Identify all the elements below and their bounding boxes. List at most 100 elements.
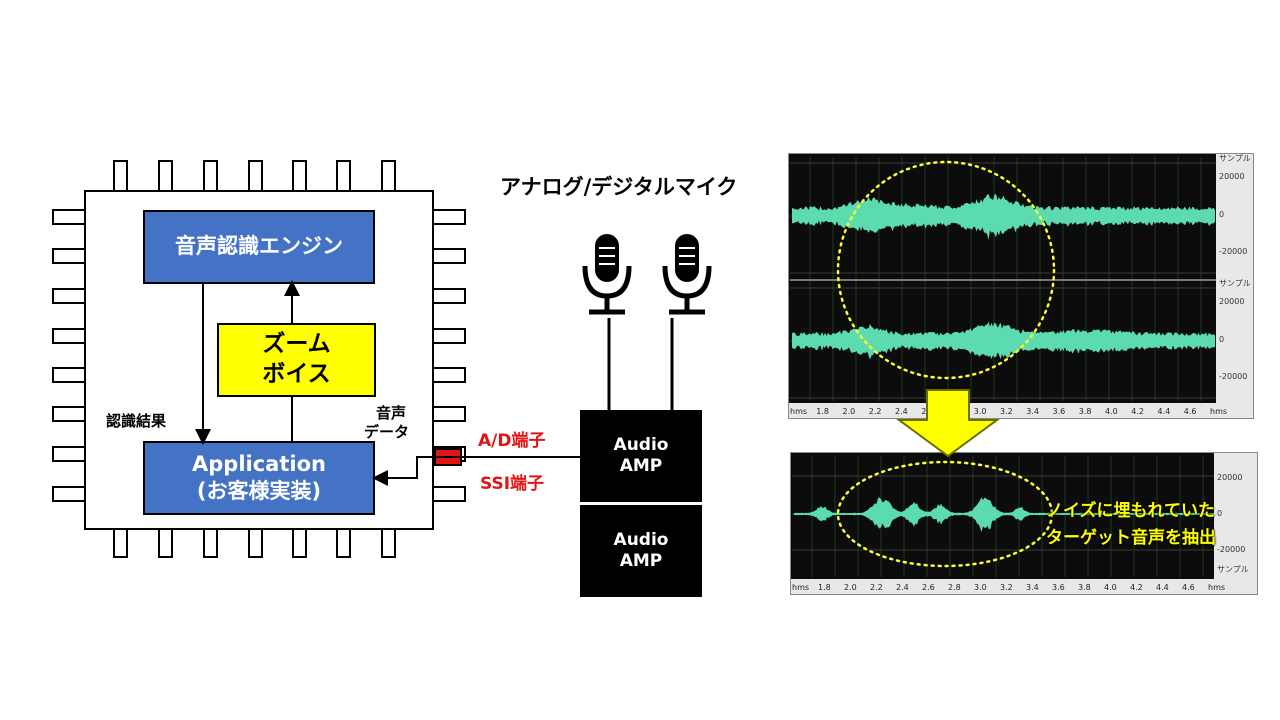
x-tick-label: hms xyxy=(792,583,809,592)
chip-pin-top xyxy=(158,160,173,192)
y-tick-label: サンプル xyxy=(1219,279,1251,288)
audio-data-label-line1: 音声 xyxy=(376,404,407,422)
x-tick-label: 4.0 xyxy=(1105,407,1118,416)
x-tick-label: 3.0 xyxy=(974,583,987,592)
x-tick-label: 2.0 xyxy=(844,583,857,592)
chip-pin-left xyxy=(52,406,86,422)
x-tick-label: 1.8 xyxy=(818,583,831,592)
y-tick-label: サンプル xyxy=(1219,154,1251,163)
y-tick-label: 20000 xyxy=(1217,473,1242,482)
audio-amp-1: Audio AMP xyxy=(580,410,702,502)
x-tick-label: hms xyxy=(1208,583,1225,592)
application-block: Application (お客様実装) xyxy=(143,441,375,515)
caption-line2: ターゲット音声を抽出 xyxy=(1046,528,1216,548)
amp1-line1: Audio xyxy=(613,434,669,455)
amp2-line1: Audio xyxy=(613,529,669,550)
chip-pin-left xyxy=(52,446,86,462)
x-tick-label: 2.0 xyxy=(843,407,856,416)
x-tick-label: 2.2 xyxy=(869,407,882,416)
highlight-ellipse xyxy=(836,460,1054,568)
chip-pin-right xyxy=(432,288,466,304)
app-label-line2: (お客様実装) xyxy=(196,479,322,503)
x-tick-label: 2.8 xyxy=(948,583,961,592)
chip-pin-bottom xyxy=(336,528,351,558)
x-tick-label: 3.2 xyxy=(1000,583,1013,592)
port-to-app-arrow xyxy=(372,456,436,486)
microphone-icon-1 xyxy=(582,234,632,315)
x-tick-label: 4.6 xyxy=(1184,407,1197,416)
x-tick-label: 1.8 xyxy=(816,407,829,416)
y-tick-label: 0 xyxy=(1217,509,1222,518)
x-tick-label: 2.4 xyxy=(895,407,908,416)
app-label-line1: Application xyxy=(192,451,326,476)
x-tick-label: 3.6 xyxy=(1053,407,1066,416)
chip-pin-right xyxy=(432,486,466,502)
y-tick-label: 20000 xyxy=(1219,297,1244,306)
chip-pin-bottom xyxy=(381,528,396,558)
chip-pin-bottom xyxy=(203,528,218,558)
x-tick-label: hms xyxy=(790,407,807,416)
x-tick-label: 3.8 xyxy=(1079,407,1092,416)
zoom-label-line1: ズーム xyxy=(262,331,331,358)
x-axis-strip xyxy=(789,403,1216,418)
x-tick-label: 3.0 xyxy=(974,407,987,416)
chip-pin-right xyxy=(432,328,466,344)
x-tick-label: 4.2 xyxy=(1131,407,1144,416)
chip-pin-top xyxy=(292,160,307,192)
engine-label: 音声認識エンジン xyxy=(175,234,343,259)
microphone-icon-2 xyxy=(662,234,712,315)
chip-pin-right xyxy=(432,406,466,422)
x-tick-label: 3.4 xyxy=(1026,407,1039,416)
x-tick-label: 2.2 xyxy=(870,583,883,592)
x-tick-label: 4.4 xyxy=(1158,407,1171,416)
x-tick-label: 3.2 xyxy=(1000,407,1013,416)
chip-pin-bottom xyxy=(292,528,307,558)
y-tick-label: 20000 xyxy=(1219,172,1244,181)
y-tick-label: -20000 xyxy=(1217,545,1245,554)
x-tick-label: 4.6 xyxy=(1182,583,1195,592)
x-tick-label: 3.4 xyxy=(1026,583,1039,592)
chip-pin-bottom xyxy=(248,528,263,558)
chip-pin-right xyxy=(432,367,466,383)
chip-pin-left xyxy=(52,209,86,225)
mic-title: アナログ/デジタルマイク xyxy=(500,175,738,199)
recognition-result-label: 認識結果 xyxy=(106,412,167,430)
chip-pin-top xyxy=(203,160,218,192)
scope-axis-panel xyxy=(1216,154,1253,418)
x-tick-label: hms xyxy=(1210,407,1227,416)
x-tick-label: 4.2 xyxy=(1130,583,1143,592)
waveform-trace xyxy=(794,497,1214,533)
chip-pin-top xyxy=(248,160,263,192)
ad-port-label: A/D端子 xyxy=(478,431,546,451)
zoom-label-line2: ボイス xyxy=(262,361,331,387)
y-tick-label: -20000 xyxy=(1219,247,1247,256)
audio-amp-2: Audio AMP xyxy=(580,505,702,597)
y-tick-label: -20000 xyxy=(1219,372,1247,381)
port-connector xyxy=(434,448,462,466)
chip-pin-bottom xyxy=(113,528,128,558)
chip-pin-top xyxy=(381,160,396,192)
chip-pin-top xyxy=(113,160,128,192)
chip-pin-right xyxy=(432,209,466,225)
x-tick-label: 3.6 xyxy=(1052,583,1065,592)
x-tick-label: 2.6 xyxy=(922,583,935,592)
y-tick-label: 0 xyxy=(1219,335,1224,344)
waveform-trace xyxy=(792,194,1215,240)
highlight-circle xyxy=(836,160,1056,380)
scope-axis-panel xyxy=(1214,453,1257,594)
speech-recognition-engine-block: 音声認識エンジン xyxy=(143,210,375,284)
waveform-trace xyxy=(792,321,1215,360)
down-arrow-icon xyxy=(895,389,1001,458)
chip-pin-left xyxy=(52,328,86,344)
chip-pin-left xyxy=(52,367,86,383)
chip-pin-left xyxy=(52,248,86,264)
audio-data-label-line2: データ xyxy=(364,423,410,441)
chip-pin-left xyxy=(52,486,86,502)
chip-pin-bottom xyxy=(158,528,173,558)
x-tick-label: 2.4 xyxy=(896,583,909,592)
scope-background xyxy=(788,153,1254,419)
ssi-port-label: SSI端子 xyxy=(480,474,545,494)
